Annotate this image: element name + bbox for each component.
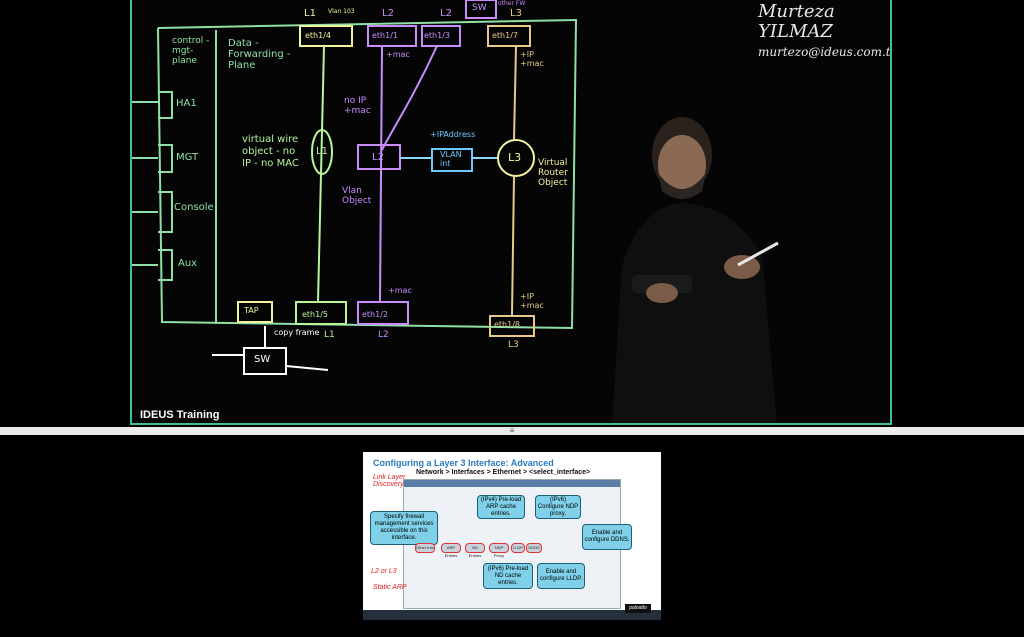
port-mgt: MGT [176,152,199,163]
presenter-figure [612,117,779,423]
l2-note: no IP +mac [344,96,371,116]
callout-lldp: Enable and configure LLDP. [537,563,585,589]
data-plane-label: Data - Forwarding - Plane [228,38,291,71]
slide-path: Network > Interfaces > Ethernet > <selec… [416,469,591,476]
top-port-4-note: +IP +mac [520,50,544,68]
training-watermark: IDEUS Training [140,409,220,421]
tab-arp-entries: ARP Entries [441,543,461,558]
top-port-2-note: +mac [386,50,410,59]
vlan-int-label: VLAN int [440,150,462,168]
red-note-static-arp: Static ARP [373,584,407,591]
top-port-4-label: L3 [510,8,522,19]
top-port-1-note: Vlan 103 [328,8,355,15]
sw-bottom-label: SW [254,354,271,365]
top-port-2-iface: eth1/1 [372,31,399,40]
vlan-ip-label: +IPAddress [430,130,476,139]
tab-lldp: LLDP [511,543,525,553]
author-name: Murteza YILMAZ [758,1,835,42]
paloalto-logo: paloalto [625,604,651,613]
top-port-4-iface: eth1/7 [492,31,519,40]
sw-top-label: SW [472,3,487,13]
copy-frame-label: copy frame [274,328,320,337]
whiteboard-drawing [132,0,578,375]
vwire-label: virtual wire object - no IP - no MAC [242,134,299,169]
video-panel: control -mgt- plane Data - Forwarding - … [130,0,892,425]
tab-nd-entries: ND Entries [465,543,485,558]
bottom-port-3-note: +mac [388,286,412,295]
vlan-object-label: Vlan Object [342,186,372,206]
divider-grip-icon[interactable]: ≡ [509,426,515,435]
bottom-port-tap: TAP [244,306,259,315]
bottom-port-4-iface: eth1/8 [494,320,521,329]
slide-title: Configuring a Layer 3 Interface: Advance… [373,458,554,468]
top-port-3-label: L2 [440,8,452,19]
tab-ndp-proxy: NDP Proxy [489,543,509,558]
dialog-header [404,480,620,487]
author-block: Murteza YILMAZ murtezo@ideus.com.tr [758,1,892,62]
virtual-router-label: Virtual Router Object [538,158,568,188]
callout-ndp: (IPv6) Configure NDP proxy. [535,495,581,519]
sw-top-note: other FW [498,0,526,7]
bottom-port-3-label: L2 [378,330,389,340]
port-console: Console [174,202,214,213]
top-port-3-iface: eth1/3 [424,31,451,40]
callout-nd: (IPv6) Pre-load ND cache entries. [483,563,533,589]
author-email: murtezo@ideus.com.tr [758,45,892,59]
slide-footer [363,610,661,620]
callout-arp: (IPv4) Pre-load ARP cache entries. [477,495,525,519]
port-aux: Aux [178,258,198,269]
bottom-port-4-note: +IP +mac [520,292,544,310]
callout-ddns: Enable and configure DDNS. [582,524,632,550]
port-ha1: HA1 [176,98,197,109]
bottom-port-4-label: L3 [508,340,519,350]
top-port-1-label: L1 [304,8,316,19]
red-note-lldp: Link Layer Discovery [373,474,406,488]
slide-panel: Configuring a Layer 3 Interface: Advance… [363,452,661,620]
control-plane-label: control -mgt- plane [172,36,210,66]
tab-other-info: Other Info [415,543,435,553]
bottom-port-2-iface: eth1/5 [302,310,329,319]
bottom-port-3-iface: eth1/2 [362,310,389,319]
red-note-l2l3: L2 or L3 [371,568,397,575]
top-port-2-label: L2 [382,8,394,19]
l1-mark: L1 [316,146,328,157]
l2-mark: L2 [372,152,384,163]
split-divider[interactable] [0,427,1024,435]
callout-mgmt: Specify firewall management services acc… [370,511,438,545]
l3-mark: L3 [508,151,522,164]
top-port-1-iface: eth1/4 [305,31,332,40]
bottom-port-2-label: L1 [324,330,335,340]
tab-ddns: DDNS [526,543,542,553]
